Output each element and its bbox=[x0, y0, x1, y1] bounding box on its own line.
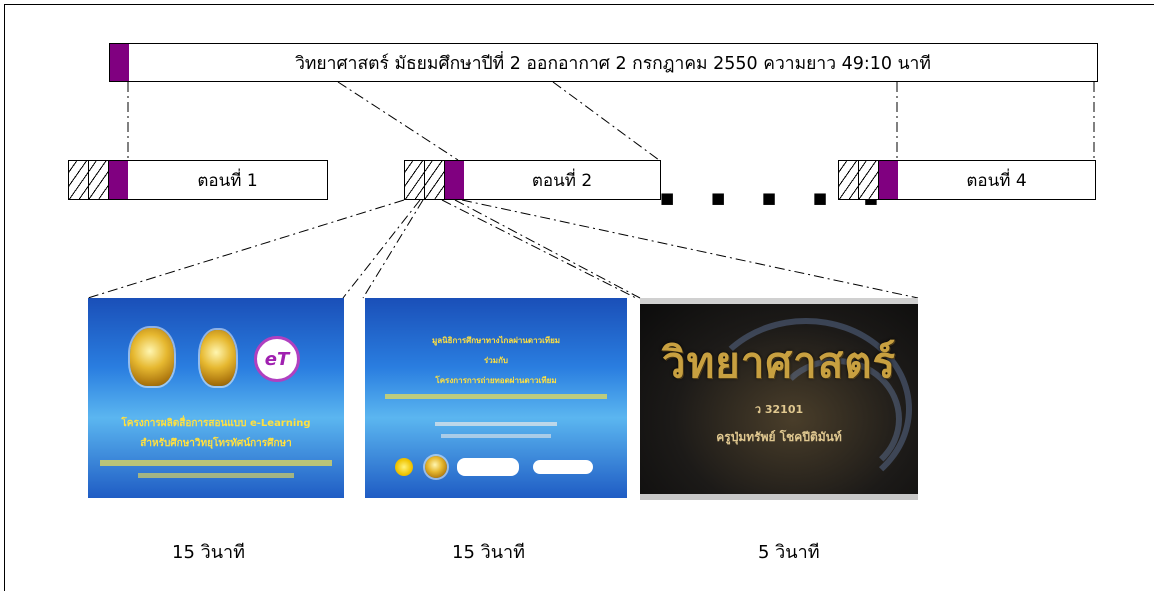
episode-marker bbox=[445, 161, 464, 199]
episode-label: ตอนที่ 2 bbox=[531, 170, 593, 191]
hatch-block bbox=[839, 161, 879, 199]
slide-thumbnail-2: มูลนิธิการศึกษาทางไกลผ่านดาวเทียม ร่วมกั… bbox=[365, 298, 627, 498]
crest-icon bbox=[200, 330, 236, 386]
hatch-block bbox=[69, 161, 109, 199]
slide-2-strip bbox=[385, 394, 607, 399]
swirl-decoration bbox=[770, 358, 902, 480]
program-bar: วิทยาศาสตร์ มัธยมศึกษาปีที่ 2 ออกอากาศ 2… bbox=[109, 43, 1098, 82]
episode-marker bbox=[109, 161, 128, 199]
slide-2-line-3: โครงการการถ่ายทอดผ่านดาวเทียม bbox=[435, 376, 557, 385]
connector-ep2-slide3-left bbox=[454, 199, 641, 299]
episode-marker bbox=[879, 161, 898, 199]
slide-thumbnail-3: วิทยาศาสตร์ ว 32101 ครูปุ่มทรัพย์ โชคปีต… bbox=[640, 298, 918, 500]
viewer-status-bar bbox=[640, 494, 918, 500]
sun-logo-icon bbox=[395, 458, 413, 476]
slide-3-title: วิทยาศาสตร์ bbox=[661, 338, 897, 387]
slide-1-footer-strip bbox=[138, 473, 294, 478]
episode-bar-4: ตอนที่ 4 bbox=[838, 160, 1096, 200]
viewer-toolbar bbox=[640, 298, 918, 304]
slide-1-footer-strip bbox=[100, 460, 332, 466]
swirl-decoration bbox=[700, 318, 912, 500]
episode-label: ตอนที่ 4 bbox=[966, 170, 1027, 191]
slide-1-duration: 15 วินาที bbox=[172, 542, 246, 563]
connector-main-ep2-left bbox=[337, 81, 459, 161]
partner-logo-icon bbox=[457, 458, 519, 476]
episode-label: ตอนที่ 1 bbox=[197, 170, 258, 191]
slide-2-line-1: มูลนิธิการศึกษาทางไกลผ่านดาวเทียม bbox=[431, 336, 561, 345]
seal-logo-icon bbox=[425, 456, 447, 478]
connector-ep2-slide1-right bbox=[342, 199, 421, 299]
slide-3-course: ว 32101 bbox=[754, 403, 804, 416]
slide-1-line-1: โครงการผลิตสื่อการสอนแบบ e-Learning bbox=[121, 418, 311, 429]
slide-1-line-2: สำหรับศึกษาวิทยุโทรทัศน์การศึกษา bbox=[140, 438, 292, 449]
diagram-frame bbox=[4, 4, 1154, 591]
slide-thumbnail-1: eT โครงการผลิตสื่อการสอนแบบ e-Learning ส… bbox=[88, 298, 344, 498]
connector-ep2-slide2-right bbox=[441, 199, 637, 299]
hatch-block bbox=[405, 161, 445, 199]
program-marker bbox=[110, 44, 129, 81]
royal-emblem-icon bbox=[130, 328, 174, 386]
et-logo-icon: eT bbox=[254, 336, 300, 382]
connector-ep2-slide1-left bbox=[87, 199, 405, 299]
ellipsis-dots: ■ ■ ■ ■ ■ bbox=[660, 189, 894, 207]
episode-bar-2: ตอนที่ 2 bbox=[404, 160, 661, 200]
connector-ep2-slide2-left bbox=[362, 199, 424, 299]
program-title: วิทยาศาสตร์ มัธยมศึกษาปีที่ 2 ออกอากาศ 2… bbox=[295, 53, 931, 74]
connector-ep2-slide3-right bbox=[461, 199, 919, 299]
slide-2-strip bbox=[441, 434, 551, 438]
episode-bar-1: ตอนที่ 1 bbox=[68, 160, 328, 200]
slide-3-teacher: ครูปุ่มทรัพย์ โชคปีติมันท์ bbox=[716, 430, 842, 444]
slide-2-duration: 15 วินาที bbox=[452, 542, 526, 563]
slide-3-duration: 5 วินาที bbox=[758, 542, 820, 563]
partner-logo-icon bbox=[533, 460, 593, 474]
slide-2-line-2: ร่วมกับ bbox=[484, 356, 508, 365]
connector-main-ep2-right bbox=[552, 81, 660, 161]
slide-2-strip bbox=[435, 422, 557, 426]
